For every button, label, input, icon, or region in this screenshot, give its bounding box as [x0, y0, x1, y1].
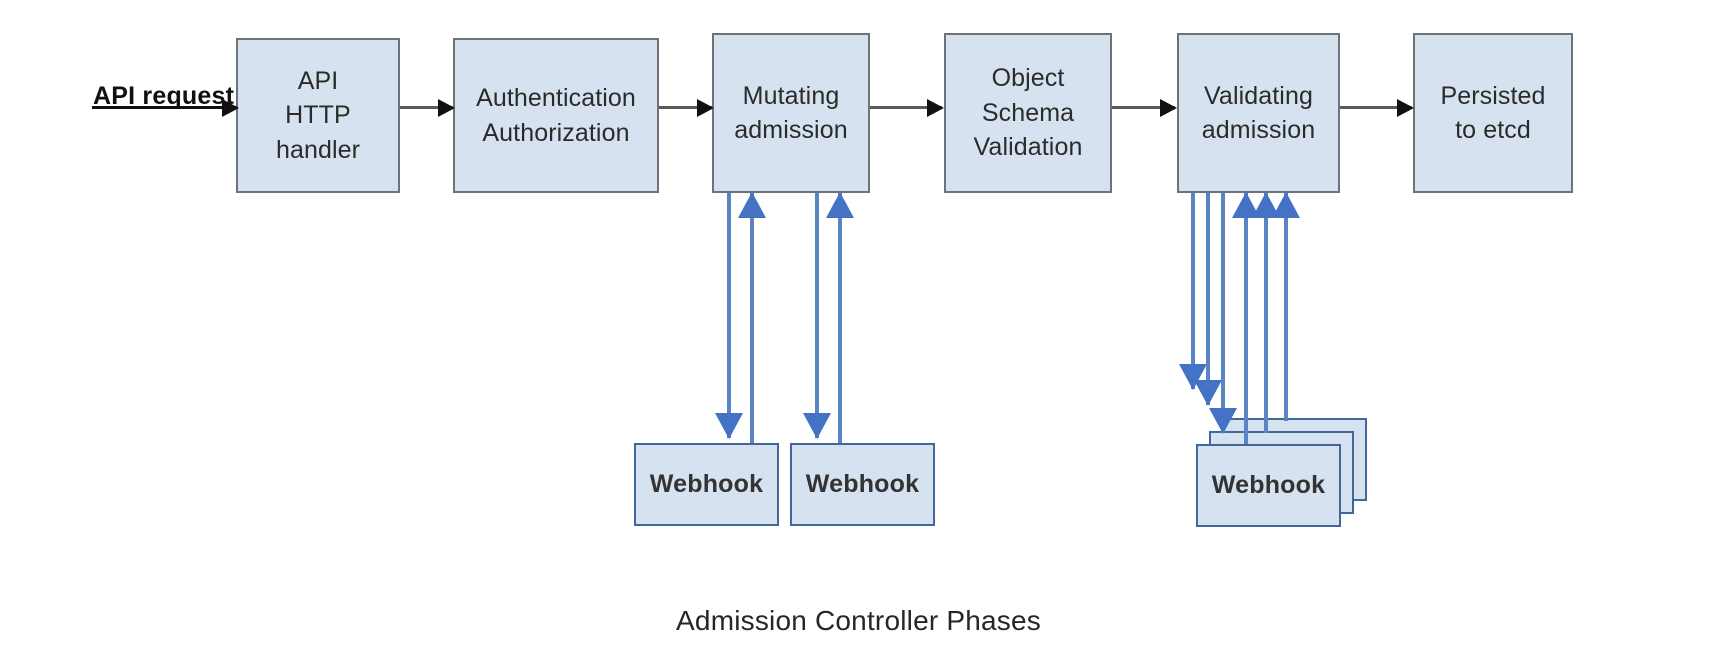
arrowhead-down-icon [803, 413, 831, 439]
mutating-webhook-2-response-arrow [826, 192, 854, 443]
diagram-caption: Admission Controller Phases [676, 605, 1041, 636]
webhook-label: Webhook [649, 470, 764, 498]
pipeline-box-label: Persisted to etcd [1440, 81, 1546, 145]
validating-webhook-3-request-arrow [1179, 193, 1207, 390]
pipeline-box-mutating-admission[interactable]: Mutating admission [712, 33, 870, 193]
validating-webhook-2-response-arrow [1252, 192, 1280, 433]
pipeline-box-authn-authz[interactable]: Authentication Authorization [453, 38, 659, 193]
arrowhead-up-icon [1272, 192, 1300, 218]
webhook-box-mutating-1[interactable]: Webhook [634, 443, 779, 526]
arrowhead-up-icon [826, 192, 854, 218]
mutating-webhook-2-request-arrow [803, 193, 831, 439]
pipeline-box-validating-admission[interactable]: Validating admission [1177, 33, 1340, 193]
pipeline-box-label: Validating admission [1201, 81, 1316, 145]
validating-webhook-3-response-arrow [1272, 192, 1300, 421]
pipeline-box-object-schema-validation[interactable]: Object Schema Validation [944, 33, 1112, 193]
arrowhead-down-icon [715, 413, 743, 439]
connector-arrow-5 [1340, 106, 1412, 109]
validating-webhook-1-request-arrow [1209, 193, 1237, 434]
entry-arrow [92, 106, 237, 109]
connector-arrow-3 [870, 106, 942, 109]
webhook-label: Webhook [805, 470, 920, 498]
webhook-box-validating-1[interactable]: Webhook [1196, 444, 1341, 527]
webhook-box-mutating-2[interactable]: Webhook [790, 443, 935, 526]
connector-arrow-2 [659, 106, 712, 109]
mutating-webhook-1-response-arrow [738, 192, 766, 443]
pipeline-box-label: Object Schema Validation [973, 64, 1083, 162]
pipeline-box-label: Authentication Authorization [476, 84, 636, 147]
pipeline-box-label: API HTTP handler [275, 66, 361, 164]
validating-webhook-2-request-arrow [1194, 193, 1222, 406]
connector-arrow-1 [400, 106, 453, 109]
pipeline-box-label: Mutating admission [734, 81, 848, 145]
mutating-webhook-1-request-arrow [715, 193, 743, 439]
arrowhead-up-icon [738, 192, 766, 218]
webhook-label: Webhook [1211, 471, 1326, 499]
arrowhead-down-icon [1209, 408, 1237, 434]
pipeline-box-persisted-to-etcd[interactable]: Persisted to etcd [1413, 33, 1573, 193]
arrowhead-down-icon [1194, 380, 1222, 406]
validating-webhook-1-response-arrow [1232, 192, 1260, 445]
connector-arrow-4 [1112, 106, 1175, 109]
pipeline-box-api-http-handler[interactable]: API HTTP handler [236, 38, 400, 193]
